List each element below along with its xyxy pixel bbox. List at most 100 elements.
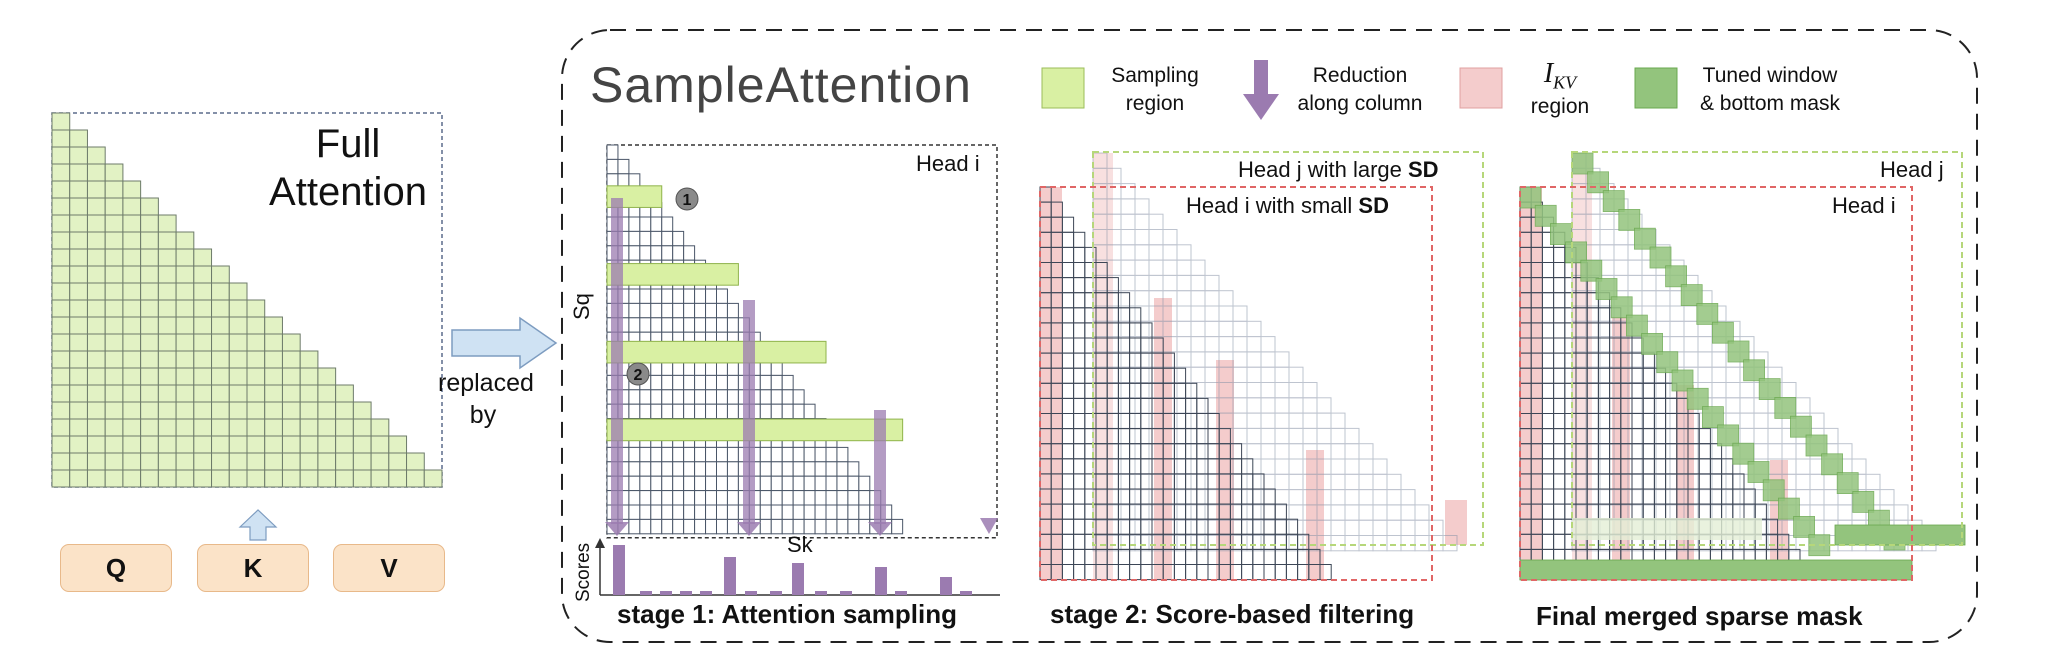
stage1-grid-cell — [803, 446, 816, 463]
stage2-head-i-grid-cell — [1173, 473, 1187, 490]
stage3-head-i-grid-cell — [1553, 473, 1566, 490]
full-attention-grid-cell — [193, 367, 213, 386]
full-attention-grid-cell — [193, 265, 213, 284]
stage1-grid-cell — [825, 518, 838, 535]
stage2-head-j-grid-cell — [1148, 259, 1164, 276]
stage3-head-i-grid-cell — [1553, 367, 1566, 384]
stage3-head-j-grid-cell — [1655, 504, 1671, 521]
stage2-head-j-grid-cell — [1344, 519, 1360, 537]
stage1-grid-cell — [672, 288, 685, 304]
full-attention-grid-cell — [51, 231, 71, 250]
full-attention-grid-cell — [352, 418, 372, 437]
stage2-head-j-grid-cell — [1246, 535, 1262, 552]
stage2-head-i-grid-cell — [1073, 382, 1086, 399]
marker-2-label: 2 — [634, 367, 643, 384]
stage2-head-j-grid-cell — [1120, 213, 1136, 230]
stage3-head-j-grid-cell — [1655, 397, 1671, 414]
stage2-head-i-grid-cell — [1173, 382, 1187, 399]
full-attention-grid-cell — [175, 418, 195, 437]
full-attention-grid-cell — [228, 401, 248, 420]
stage1-grid-cell — [836, 504, 849, 520]
stage3-head-i-grid-cell — [1553, 428, 1566, 445]
stage3-bottom-mask-i — [1519, 559, 1913, 581]
stage2-head-i-grid-cell — [1263, 533, 1276, 550]
stage1-grid-cell — [716, 518, 728, 535]
stage2-head-i-grid-cell — [1173, 518, 1187, 535]
stage3-head-i-grid-cell — [1642, 397, 1655, 414]
stage3-head-i-grid-cell — [1553, 352, 1566, 369]
stage2-head-i-grid-cell — [1061, 307, 1075, 324]
stage3-head-j-grid-cell — [1655, 443, 1671, 460]
full-attention-grid-cell — [299, 435, 319, 454]
stage1-grid-cell — [825, 504, 838, 520]
stage1-grid-cell — [803, 518, 816, 535]
stage1-grid-cell — [858, 504, 871, 520]
stage2-head-i-grid-cell — [1196, 443, 1209, 460]
stage3-head-i-grid-cell — [1698, 428, 1711, 445]
full-attention-grid-cell — [157, 299, 177, 318]
full-attention-grid-cell — [51, 452, 71, 471]
stage1-grid-cell — [814, 490, 827, 506]
stage3-window-cell-i — [1595, 278, 1618, 300]
stage2-head-i-grid-cell — [1117, 337, 1131, 354]
stage3-head-i-grid-cell — [1642, 413, 1655, 430]
full-attention-grid-cell — [69, 384, 88, 403]
stage2-head-j-grid-cell — [1134, 535, 1150, 552]
stage1-grid-cell — [683, 446, 696, 463]
full-attention-grid-cell — [299, 401, 319, 420]
stage2-head-i-grid-cell — [1252, 533, 1265, 550]
stage2-head-j-grid-cell — [1246, 412, 1262, 429]
stage2-head-i-grid-cell — [1061, 367, 1075, 384]
stage2-head-i-grid-cell — [1061, 503, 1075, 520]
stage2-head-i-grid-cell — [1252, 488, 1265, 505]
stage2-head-j-grid-cell — [1218, 320, 1234, 338]
stage1-grid-cell — [683, 518, 696, 535]
full-attention-grid-cell — [175, 265, 195, 284]
stage3-head-j-grid-cell — [1711, 489, 1727, 506]
stage2-head-j-grid-cell — [1232, 397, 1248, 414]
stage3-head-j-grid-cell — [1739, 397, 1755, 414]
stage1-grid-cell — [606, 144, 619, 160]
stage3-head-j-grid-cell — [1683, 336, 1699, 353]
full-attention-grid-cell — [140, 265, 159, 284]
stage2-head-i-grid-cell — [1140, 533, 1153, 550]
stage1-grid-cell — [683, 475, 696, 492]
stage2-head-i-grid-cell — [1073, 397, 1086, 414]
full-attention-grid-cell — [175, 401, 195, 420]
stage1-grid-cell — [672, 446, 685, 463]
stage2-head-i-grid-cell — [1073, 413, 1086, 430]
stage2-head-j-grid-cell — [1204, 336, 1220, 353]
full-attention-grid-cell — [104, 452, 124, 471]
stage3-head-j-grid-cell — [1599, 397, 1615, 414]
score-bar — [680, 591, 692, 595]
stage3-head-i-grid-cell — [1541, 518, 1555, 535]
stage2-head-j-grid-cell — [1372, 458, 1388, 475]
stage1-grid-cell — [825, 475, 838, 492]
stage2-head-j-grid-cell — [1120, 458, 1136, 475]
stage3-head-j-grid-cell — [1655, 473, 1671, 491]
stage2-head-j-grid-cell — [1274, 535, 1290, 552]
stage3-head-j-grid-cell — [1627, 382, 1643, 399]
stage1-grid-cell — [661, 475, 674, 492]
stage2-head-j-grid-cell — [1120, 198, 1136, 215]
stage2-head-i-grid-cell — [1173, 397, 1187, 414]
stage1-grid-cell — [770, 518, 783, 535]
stage2-head-i-grid-cell — [1274, 503, 1287, 520]
stage2-head-i-grid-cell — [1073, 337, 1086, 354]
full-attention-grid-cell — [104, 214, 124, 233]
full-attention-grid-cell — [211, 435, 230, 454]
full-attention-grid-cell — [157, 384, 177, 403]
stage1-grid-cell — [814, 475, 827, 492]
stage1-grid-cell — [770, 403, 783, 420]
stage2-head-j-grid-cell — [1148, 244, 1164, 261]
stage1-grid-cell — [661, 288, 674, 304]
stage2-head-j-grid-cell — [1120, 397, 1136, 414]
stage3-head-j-grid-cell — [1753, 443, 1769, 460]
stage1-grid-cell — [726, 490, 739, 506]
stage1-grid-cell — [639, 461, 652, 477]
stage2-head-j-grid-cell — [1400, 504, 1416, 521]
stage1-grid-cell — [836, 461, 849, 477]
stage2-head-j-grid-cell — [1190, 351, 1206, 368]
full-attention-grid-cell — [104, 333, 124, 352]
stage3-head-i-grid-cell — [1642, 473, 1655, 490]
